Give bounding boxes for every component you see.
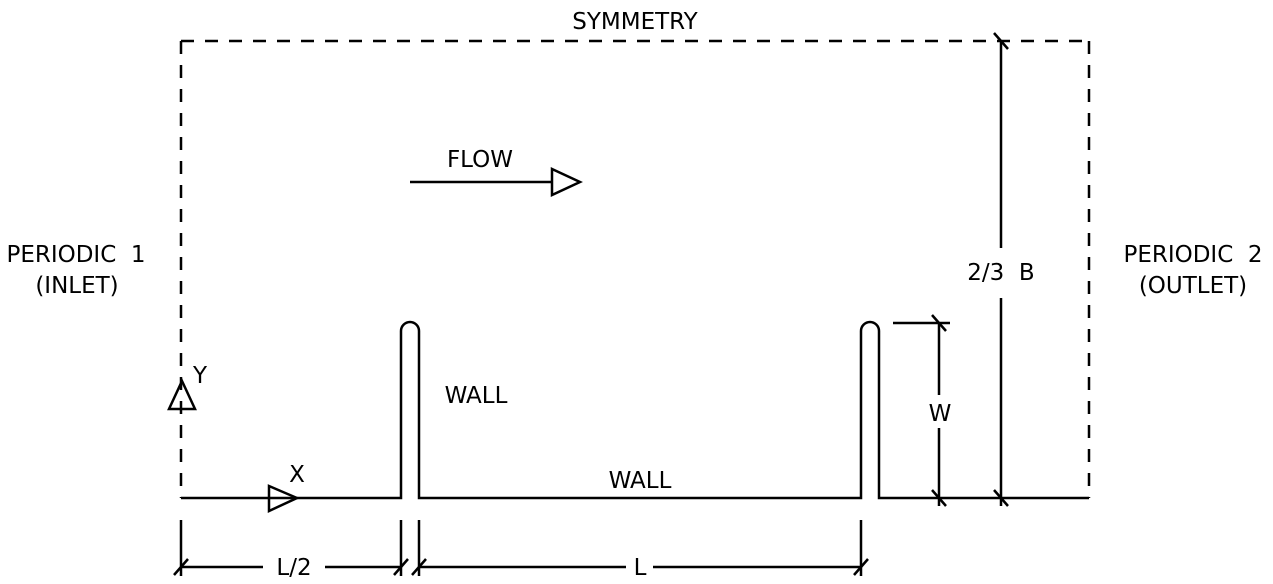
rib-height-dimension bbox=[893, 314, 950, 507]
x-axis-arrow bbox=[267, 484, 301, 513]
rib-height-label: W bbox=[929, 401, 952, 427]
inlet-label-line1: PERIODIC 1 bbox=[6, 242, 145, 268]
height-dimension bbox=[993, 32, 1009, 507]
x-axis-label: X bbox=[289, 462, 305, 488]
symmetry-label: SYMMETRY bbox=[572, 9, 698, 35]
half-pitch-label: L/2 bbox=[276, 555, 311, 581]
pitch-label: L bbox=[634, 555, 647, 581]
inlet-label-line2: (INLET) bbox=[35, 273, 118, 299]
pitch-dimensions bbox=[173, 520, 869, 576]
flow-label: FLOW bbox=[447, 147, 513, 173]
y-axis-arrow bbox=[167, 378, 197, 411]
rib-wall-label: WALL bbox=[445, 383, 508, 409]
flow-arrow bbox=[410, 167, 583, 197]
height-dimension-label: 2/3 B bbox=[967, 260, 1034, 286]
bottom-wall-label: WALL bbox=[609, 468, 672, 494]
bottom-wall-with-ribs bbox=[181, 320, 1089, 500]
outlet-label-line2: (OUTLET) bbox=[1139, 273, 1247, 299]
y-axis-label: Y bbox=[192, 363, 208, 389]
outlet-label-line1: PERIODIC 2 bbox=[1123, 242, 1262, 268]
